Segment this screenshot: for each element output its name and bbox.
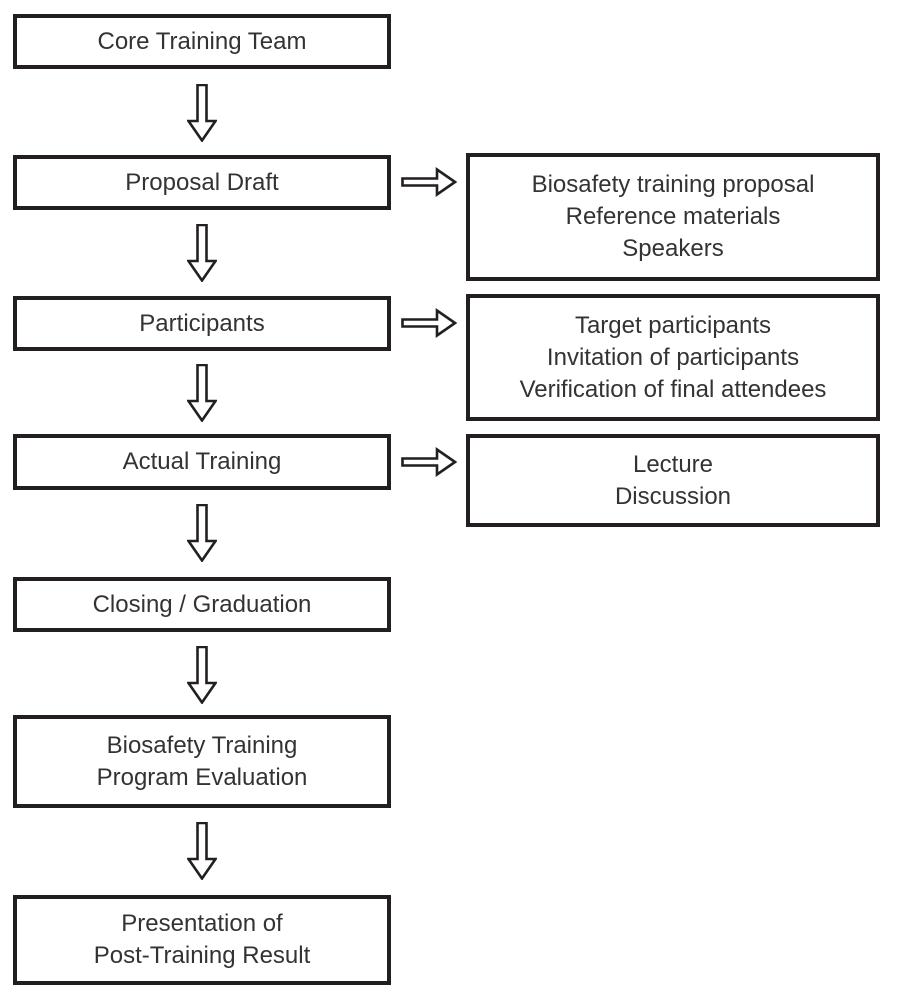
right-arrow-icon [401,167,457,197]
step-box-closing-graduation: Closing / Graduation [13,577,391,632]
detail-item: Discussion [614,482,732,510]
detail-item: Invitation of participants [546,343,800,371]
step-label: Participants [139,309,265,337]
down-arrow-icon [187,822,217,880]
down-arrow-icon [187,646,217,704]
step-box-proposal-draft: Proposal Draft [13,155,391,210]
step-label: Presentation of [121,910,283,937]
step-box-participants: Participants [13,296,391,351]
step-box-program-evaluation: Biosafety Training Program Evaluation [13,715,391,808]
step-label: Biosafety Training [106,731,298,759]
step-label: Core Training Team [97,27,307,55]
detail-box-participants: Target participants Invitation of partic… [466,294,880,421]
detail-item: Lecture [632,450,714,478]
down-arrow-icon [187,504,217,562]
step-label: Program Evaluation [96,763,308,791]
right-arrow-icon [401,447,457,477]
detail-box-actual-training: Lecture Discussion [466,434,880,527]
step-label: Closing / Graduation [92,590,312,618]
detail-item: Reference materials [565,203,781,230]
detail-item: Biosafety training proposal [531,171,815,198]
down-arrow-icon [187,224,217,282]
right-arrow-icon [401,308,457,338]
down-arrow-icon [187,84,217,142]
detail-item: Verification of final attendees [519,375,827,403]
detail-box-proposal-draft: Biosafety training proposal Reference ma… [466,153,880,281]
detail-item: Target participants [574,311,772,339]
step-box-post-training-result: Presentation of Post-Training Result [13,895,391,985]
detail-item: Speakers [622,235,724,262]
down-arrow-icon [187,364,217,422]
step-label: Proposal Draft [125,168,279,196]
step-label: Actual Training [122,448,282,475]
step-box-actual-training: Actual Training [13,434,391,490]
step-label: Post-Training Result [93,942,311,969]
step-box-core-training-team: Core Training Team [13,14,391,69]
